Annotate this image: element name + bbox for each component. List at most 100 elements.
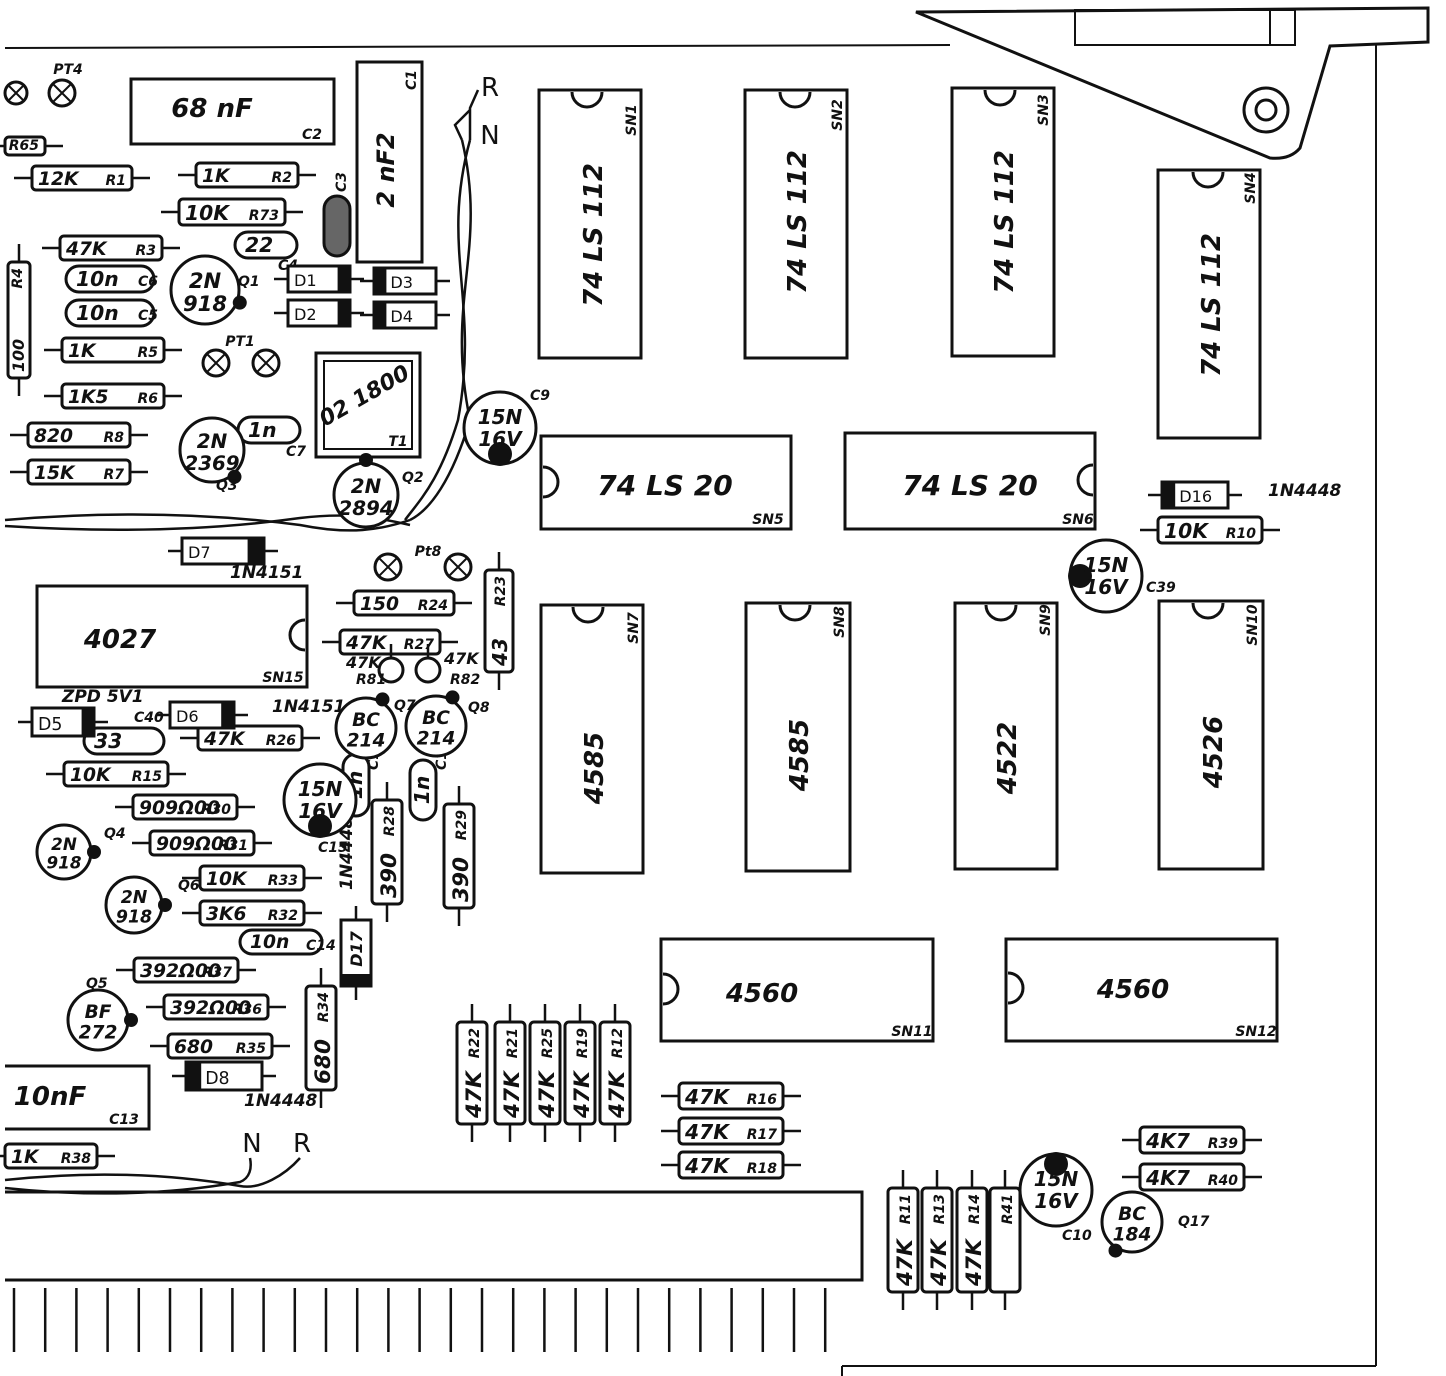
- capacitor-c13-value: 10nF: [14, 1082, 87, 1112]
- diode-d2: D2: [274, 298, 364, 328]
- wire-label-n-top: N: [480, 121, 499, 151]
- diode-type: 1N4448: [337, 816, 357, 890]
- transistor-type-line1: 2N: [121, 888, 148, 908]
- capacitor-value-line1: 15N: [478, 405, 523, 429]
- resistor-value: 909Ω00: [156, 834, 237, 855]
- capacitor-c1: 2 nF2 C1: [355, 60, 424, 264]
- resistor-value: 47K: [684, 1154, 730, 1178]
- capacitor-c2: 68 nF C2: [129, 77, 336, 146]
- transistor-ref: Q4: [104, 826, 126, 842]
- transistor-type-line1: BF: [85, 1002, 112, 1023]
- diode-d6: D6 1N4151: [156, 697, 345, 730]
- capacitor-value: 10n: [76, 267, 119, 291]
- diode-ref: D8: [205, 1069, 229, 1089]
- twisted-wire-pair: R N N R: [4, 73, 500, 1195]
- transistor-ref: Q3: [216, 478, 238, 494]
- resistor-value: 47K: [605, 1069, 630, 1119]
- transistor-type-line2: 214: [347, 731, 386, 752]
- diode-type: 1N4151: [272, 697, 345, 717]
- capacitor-value: 10n: [76, 301, 119, 325]
- resistor-ref: R27: [404, 637, 435, 653]
- resistor-value: 392Ω00: [140, 961, 221, 982]
- capacitor-ref: C10: [1062, 1228, 1092, 1244]
- resistor-ref: R21: [505, 1028, 521, 1058]
- diode-ref: D16: [1179, 487, 1212, 506]
- transistor-type-line1: 2N: [51, 834, 77, 854]
- resistor-value: 47K: [500, 1069, 525, 1119]
- resistor-value: 12K: [38, 169, 80, 190]
- transistor-ref: Q8: [468, 700, 490, 716]
- resistor-ref: R41: [1000, 1194, 1016, 1224]
- resistor-ref: R24: [418, 598, 448, 614]
- resistor-ref: R2: [271, 170, 292, 186]
- ic-sn10: 4526 SN10: [1157, 599, 1265, 871]
- board-outline: [4, 6, 1430, 1376]
- ic-sn2-ref: SN2: [830, 99, 846, 131]
- resistor-value: 909Ω00: [139, 798, 220, 819]
- resistor-value: 1K: [202, 166, 231, 187]
- resistor-value: 47K: [345, 653, 382, 672]
- capacitor-c13: 10nF C13: [5, 1064, 151, 1131]
- ic-sn12-ref: SN12: [1235, 1024, 1276, 1040]
- resistor-ref: R34: [316, 992, 332, 1022]
- resistor-value: 3K6: [206, 904, 247, 925]
- diode-ref: D6: [176, 707, 199, 726]
- diode-d8: D8 1N4448: [172, 1060, 318, 1111]
- transformer-t1-ref: T1: [388, 434, 407, 450]
- resistor-value: 47K: [927, 1237, 952, 1287]
- resistor-ref: R14: [967, 1194, 983, 1224]
- capacitor-c1-value: 2 nF2: [372, 132, 400, 207]
- resistor-ref: R10: [1226, 526, 1257, 542]
- capacitor-value-line2: 16V: [298, 799, 343, 823]
- diode-ref: D3: [390, 273, 413, 292]
- resistor-ref: R16: [747, 1092, 778, 1108]
- resistor-ref: R23: [493, 576, 509, 606]
- resistor-value: 392Ω00: [170, 998, 251, 1019]
- resistor-ref: R73: [249, 208, 279, 224]
- ic-sn5: 74 LS 20 SN5: [539, 434, 793, 531]
- transistor-ref: Q5: [86, 976, 108, 992]
- capacitor-value-line2: 16V: [1034, 1189, 1079, 1213]
- transistor-type-line2: 2369: [184, 452, 239, 475]
- resistor-value: 10K: [206, 869, 248, 890]
- capacitor-ref: C40: [134, 710, 164, 726]
- diode-type: 1N4448: [244, 1091, 318, 1111]
- ic-sn3-ref: SN3: [1036, 94, 1052, 126]
- resistor-value: 680: [174, 1037, 213, 1058]
- ic-sn7-ref: SN7: [626, 612, 642, 644]
- resistor-ref: R1: [105, 173, 126, 189]
- capacitor-value: 33: [94, 729, 122, 753]
- ic-sn9-part: 4522: [993, 722, 1023, 795]
- ic-sn11-ref: SN11: [891, 1024, 932, 1040]
- resistor-r2: 1K R2: [178, 161, 316, 189]
- resistor-value: 15K: [34, 463, 76, 484]
- test-point-pt4-label: PT4: [53, 62, 83, 78]
- capacitor-c13-ref: C13: [109, 1112, 139, 1128]
- resistor-ref: R8: [103, 430, 124, 446]
- ic-sn6-ref: SN6: [1062, 512, 1094, 528]
- diode-d1: D1: [274, 264, 364, 294]
- ic-sn10-part: 4526: [1199, 716, 1229, 789]
- test-point-pt8-label: Pt8: [415, 544, 442, 560]
